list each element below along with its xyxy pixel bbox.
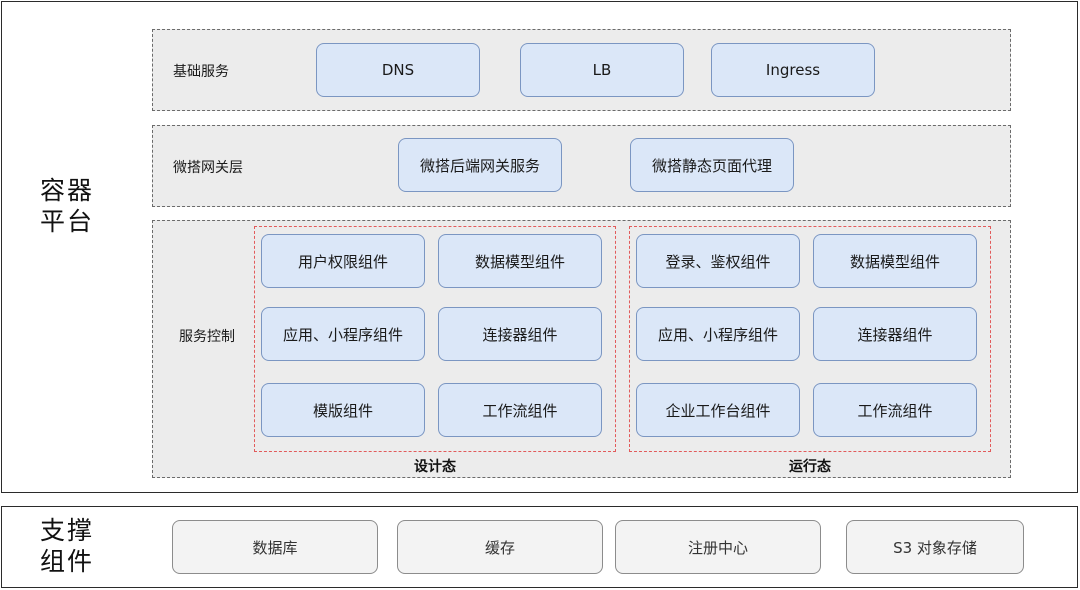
container-platform-label-line1: 容器: [40, 176, 95, 205]
backend-gateway-box: 微搭后端网关服务: [398, 138, 562, 192]
design-time-caption: 设计态: [414, 459, 456, 475]
design-user-permission-box: 用户权限组件: [261, 234, 425, 288]
runtime-caption: 运行态: [789, 459, 831, 475]
container-platform-label: 容器 平台: [40, 175, 110, 237]
dns-box: DNS: [316, 43, 480, 97]
base-services-label: 基础服务: [173, 64, 229, 80]
container-platform-label-line2: 平台: [40, 207, 95, 236]
runtime-enterprise-workbench-box: 企业工作台组件: [636, 383, 800, 437]
gateway-layer-label: 微搭网关层: [173, 160, 243, 176]
runtime-workflow-box: 工作流组件: [813, 383, 977, 437]
database-box: 数据库: [172, 520, 378, 574]
runtime-data-model-box: 数据模型组件: [813, 234, 977, 288]
design-app-miniprogram-box: 应用、小程序组件: [261, 307, 425, 361]
runtime-connector-box: 连接器组件: [813, 307, 977, 361]
static-page-proxy-box: 微搭静态页面代理: [630, 138, 794, 192]
design-connector-box: 连接器组件: [438, 307, 602, 361]
s3-object-storage-box: S3 对象存储: [846, 520, 1024, 574]
runtime-login-auth-box: 登录、鉴权组件: [636, 234, 800, 288]
gateway-layer: [152, 125, 1011, 207]
cache-box: 缓存: [397, 520, 603, 574]
support-components-label: 支撑 组件: [40, 515, 110, 577]
runtime-app-miniprogram-box: 应用、小程序组件: [636, 307, 800, 361]
design-data-model-box: 数据模型组件: [438, 234, 602, 288]
support-components-label-line1: 支撑: [40, 516, 95, 545]
support-components-label-line2: 组件: [40, 547, 95, 576]
design-workflow-box: 工作流组件: [438, 383, 602, 437]
lb-box: LB: [520, 43, 684, 97]
service-control-label: 服务控制: [179, 329, 235, 345]
registry-center-box: 注册中心: [615, 520, 821, 574]
design-template-box: 模版组件: [261, 383, 425, 437]
ingress-box: Ingress: [711, 43, 875, 97]
